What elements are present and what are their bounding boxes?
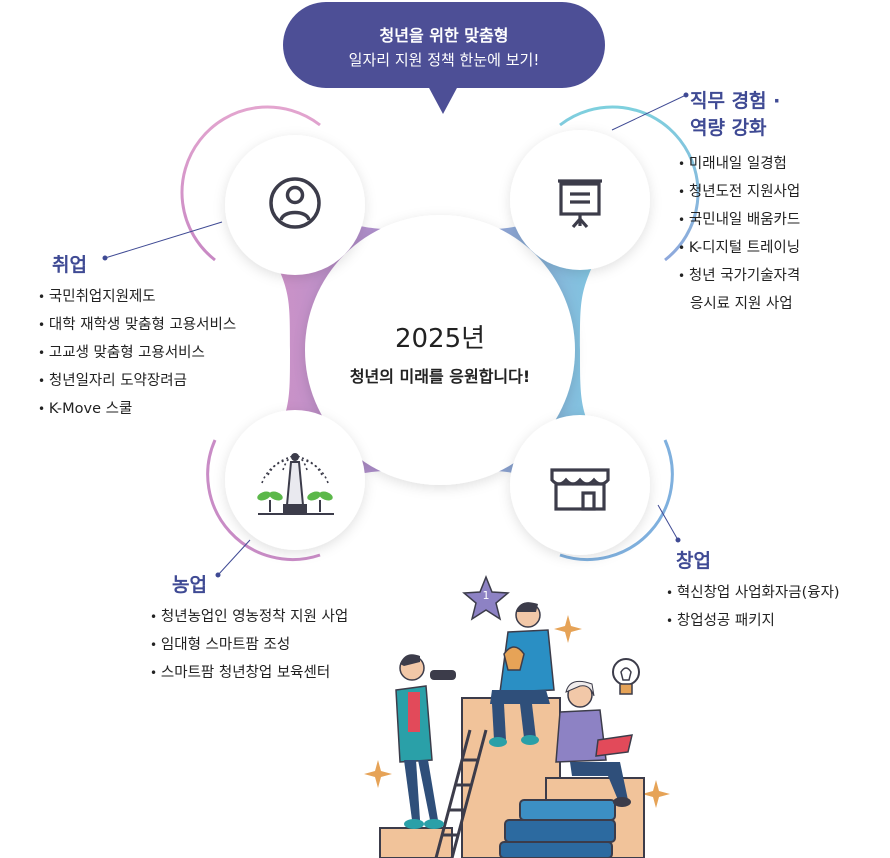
smart-farm-icon	[257, 453, 334, 515]
section-employment: 취업 국민취업지원제도 대학 재학생 맞춤형 고용서비스 고교생 맞춤형 고용서…	[38, 250, 236, 423]
startup-title: 창업	[676, 550, 711, 572]
list-item: 임대형 스마트팜 조성	[150, 631, 348, 659]
section-job-experience: 직무 경험 · 역량 강화 미래내일 일경험 청년도전 지원사업 국민내일 배움…	[678, 86, 800, 318]
bubble-line-1: 청년을 위한 맞춤형	[379, 26, 509, 45]
circle-job-experience	[510, 130, 650, 270]
star-number: 1	[482, 589, 490, 602]
startup-list: 혁신창업 사업화자금(융자) 창업성공 패키지	[666, 579, 840, 635]
section-agriculture: 농업 청년농업인 영농정착 지원 사업 임대형 스마트팜 조성 스마트팜 청년창…	[150, 570, 348, 687]
arc-top-left	[180, 105, 321, 262]
bubble-line-2: 일자리 지원 정책 한눈에 보기!	[348, 51, 540, 69]
illustration-people	[364, 574, 670, 858]
agriculture-list: 청년농업인 영농정착 지원 사업 임대형 스마트팜 조성 스마트팜 청년창업 보…	[150, 603, 348, 687]
list-item: 혁신창업 사업화자금(융자)	[666, 579, 840, 607]
bubble-tail	[428, 86, 458, 114]
list-item: 국민내일 배움카드	[678, 206, 800, 234]
job-experience-item-continued: 응시료 지원 사업	[690, 296, 793, 312]
list-item: 청년 국가기술자격	[678, 262, 800, 290]
list-item: 청년일자리 도약장려금	[38, 367, 236, 395]
center-text: 2025년 청년의 미래를 응원합니다!	[330, 318, 550, 387]
list-item: K-디지털 트레이닝	[678, 234, 800, 262]
store-icon	[550, 468, 610, 511]
list-item: K-Move 스쿨	[38, 395, 236, 423]
list-item: 고교생 맞춤형 고용서비스	[38, 339, 236, 367]
user-icon	[269, 177, 321, 229]
job-experience-title-2: 역량 강화	[690, 117, 767, 139]
arc-bottom-right	[559, 439, 674, 561]
list-item: 청년농업인 영농정착 지원 사업	[150, 603, 348, 631]
section-startup: 창업 혁신창업 사업화자금(융자) 창업성공 패키지	[666, 546, 840, 635]
list-item: 국민취업지원제도	[38, 283, 236, 311]
header-bubble: 청년을 위한 맞춤형 일자리 지원 정책 한눈에 보기!	[283, 2, 605, 88]
star-badge	[462, 574, 510, 621]
list-item: 창업성공 패키지	[666, 607, 840, 635]
list-item: 청년도전 지원사업	[678, 178, 800, 206]
agriculture-title: 농업	[172, 574, 207, 596]
list-item: 미래내일 일경험	[678, 150, 800, 178]
circle-employment	[225, 135, 365, 275]
list-item: 스마트팜 청년창업 보육센터	[150, 659, 348, 687]
job-experience-list: 미래내일 일경험 청년도전 지원사업 국민내일 배움카드 K-디지털 트레이닝 …	[678, 150, 800, 290]
center-circle	[305, 215, 575, 485]
list-item: 대학 재학생 맞춤형 고용서비스	[38, 311, 236, 339]
center-year: 2025년	[394, 324, 486, 354]
employment-title: 취업	[52, 254, 87, 276]
presentation-board-icon	[558, 179, 602, 229]
job-experience-title-1: 직무 경험 ·	[690, 90, 781, 112]
arc-bottom-left	[206, 439, 321, 561]
center-message: 청년의 미래를 응원합니다!	[349, 367, 531, 386]
employment-list: 국민취업지원제도 대학 재학생 맞춤형 고용서비스 고교생 맞춤형 고용서비스 …	[38, 283, 236, 423]
